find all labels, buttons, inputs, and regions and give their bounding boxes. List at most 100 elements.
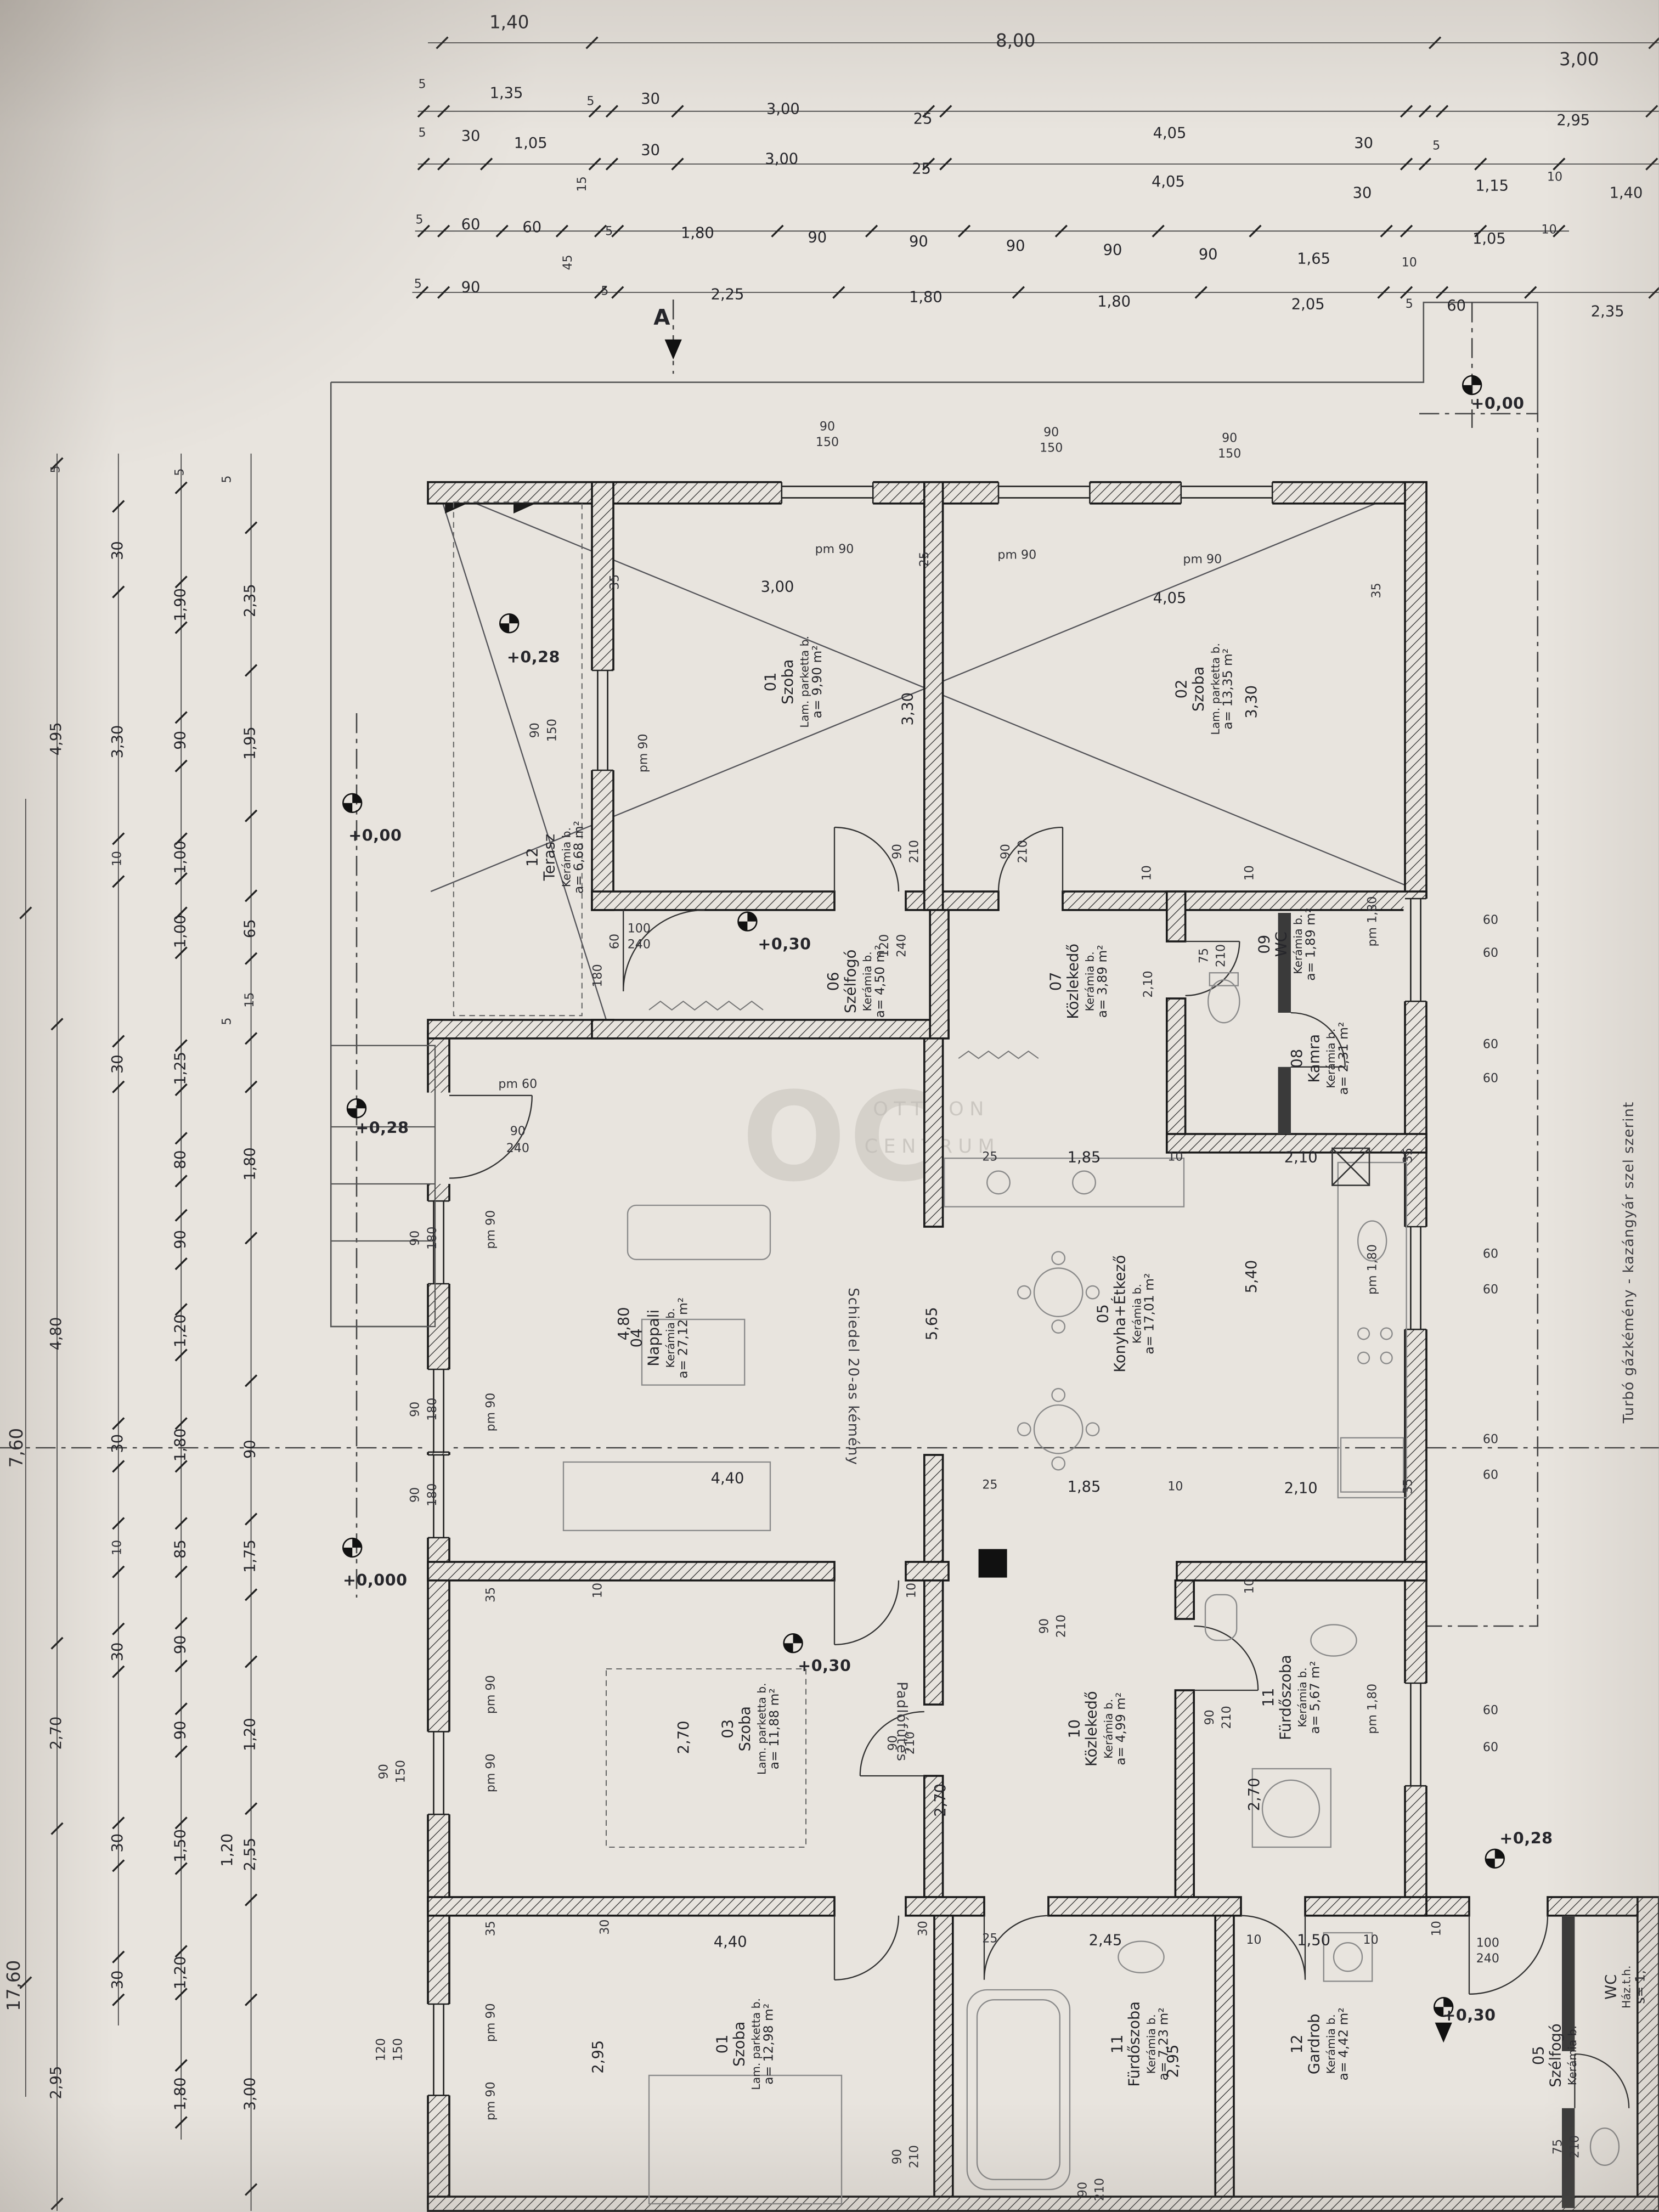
dim-label: 1,25 bbox=[172, 1051, 190, 1085]
dim-label: 90 bbox=[409, 1401, 424, 1417]
dim-label: 240 bbox=[506, 1142, 529, 1156]
dim-label: 210 bbox=[1055, 1614, 1070, 1638]
dim-label: 210 bbox=[908, 840, 923, 864]
dim-label: 5 bbox=[415, 213, 424, 228]
dim-label: 90 bbox=[1043, 426, 1059, 441]
dim-label: 60 bbox=[1482, 1072, 1499, 1087]
chimney-turbo bbox=[1331, 1147, 1370, 1186]
dim-label: 60 bbox=[1447, 297, 1466, 315]
dim-label: 180 bbox=[591, 964, 606, 988]
dim-label: 10 bbox=[1547, 171, 1563, 185]
dim-label: 4,40 bbox=[710, 1470, 744, 1488]
dim-label: 1,85 bbox=[1067, 1149, 1101, 1167]
dim-label: 3,30 bbox=[109, 725, 127, 759]
dim-label: pm 90 bbox=[637, 733, 652, 773]
dim-label: 4,05 bbox=[1151, 173, 1185, 191]
furniture bbox=[562, 972, 1620, 2205]
dim-label: 3,00 bbox=[1559, 48, 1599, 70]
dim-label: 3,00 bbox=[760, 578, 794, 596]
dim-label: 7,60 bbox=[5, 1427, 27, 1468]
windows bbox=[426, 481, 1428, 2096]
dim-label: 45 bbox=[561, 255, 576, 270]
dim-label: 90 bbox=[1198, 246, 1218, 264]
dim-label: 30 bbox=[461, 128, 481, 145]
dim-label: 150 bbox=[392, 2038, 407, 2062]
dim-label: 210 bbox=[1568, 2135, 1583, 2159]
note-label: Turbó gázkémény - kazángyár szel szerint bbox=[1622, 1101, 1638, 1424]
dim-label: 1,65 bbox=[1297, 250, 1331, 268]
dim-label: 30 bbox=[1352, 185, 1372, 202]
dim-label: 240 bbox=[627, 938, 651, 953]
dim-label: 90 bbox=[242, 1440, 259, 1459]
dim-label: 5 bbox=[601, 285, 609, 300]
dim-label: 2,95 bbox=[48, 2066, 65, 2100]
dim-label: 60 bbox=[1482, 913, 1499, 928]
dim-label: 2,55 bbox=[242, 1837, 259, 1871]
dim-label: 2,10 bbox=[1284, 1149, 1318, 1167]
dim-label: 210 bbox=[1215, 944, 1229, 968]
level-label: +0,30 bbox=[758, 935, 811, 954]
dim-label: 5 bbox=[586, 95, 595, 110]
dim-label: 90 bbox=[1222, 432, 1238, 447]
dim-label: 1,05 bbox=[514, 135, 548, 153]
radiators bbox=[648, 1000, 1039, 1059]
dim-label: 30 bbox=[1354, 135, 1373, 153]
note-label: Padlófűtés bbox=[893, 1681, 909, 1762]
dim-label: 5 bbox=[221, 1017, 235, 1025]
dim-label: 60 bbox=[1482, 1704, 1499, 1719]
dim-label: 60 bbox=[1482, 946, 1499, 961]
dim-label: 60 bbox=[522, 219, 542, 236]
dim-label: 90 bbox=[409, 1487, 424, 1503]
dim-label: 180 bbox=[426, 1483, 441, 1506]
dim-label: 5 bbox=[1432, 139, 1441, 154]
dim-label: 5 bbox=[1405, 297, 1413, 312]
dim-label: 35 bbox=[608, 574, 623, 590]
dim-label: 1,95 bbox=[242, 726, 259, 760]
dim-label: 25 bbox=[918, 551, 933, 567]
dim-label: 1,40 bbox=[1609, 185, 1643, 202]
dim-label: 2,05 bbox=[1291, 296, 1325, 314]
dim-label: 90 bbox=[1038, 1618, 1053, 1634]
dim-label: 60 bbox=[1482, 1248, 1499, 1262]
dim-label: pm 60 bbox=[498, 1077, 538, 1092]
dim-label: pm 90 bbox=[484, 1675, 499, 1714]
dim-label: 25 bbox=[912, 161, 931, 178]
dim-label: pm 1,80 bbox=[1366, 1683, 1381, 1734]
dim-label: 1,20 bbox=[172, 1314, 190, 1348]
dashed-lines bbox=[453, 501, 807, 1848]
dim-label: 90 bbox=[891, 2149, 906, 2165]
dim-label: 90 bbox=[528, 723, 543, 738]
dim-label: 1,80 bbox=[1097, 293, 1131, 311]
dim-label: 2,10 bbox=[1142, 970, 1156, 998]
dim-label: 3,00 bbox=[765, 150, 799, 168]
dim-label: 30 bbox=[599, 1919, 613, 1935]
dim-label: 30 bbox=[109, 1970, 127, 1990]
dim-label: 5 bbox=[605, 225, 613, 240]
dim-label: 60 bbox=[1482, 1283, 1499, 1298]
dim-label: 10 bbox=[1246, 1933, 1262, 1948]
dim-label: 1,20 bbox=[172, 1956, 190, 1990]
dim-label: pm 90 bbox=[484, 1392, 499, 1432]
dim-label: 90 bbox=[172, 1635, 190, 1655]
dim-label: pm 90 bbox=[484, 2081, 499, 2121]
dim-label: 5 bbox=[418, 126, 426, 141]
dim-label: 60 bbox=[1482, 1741, 1499, 1756]
dim-label: 35 bbox=[1402, 1479, 1417, 1494]
dim-label: pm 90 bbox=[484, 2003, 499, 2042]
level-label: +0,28 bbox=[1499, 1829, 1553, 1848]
dim-label: 65 bbox=[242, 919, 259, 938]
dim-label: 1,80 bbox=[680, 225, 714, 242]
dim-label: 2,95 bbox=[1556, 112, 1590, 129]
